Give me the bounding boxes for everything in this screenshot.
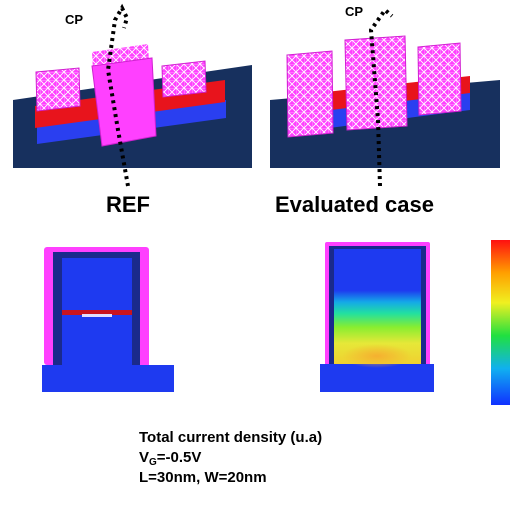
eval-left-contact	[286, 50, 334, 138]
evaluated-cross-section	[320, 242, 434, 392]
ref-xs-substrate	[42, 365, 174, 392]
vg-subscript: G	[149, 457, 157, 468]
caption-line-3: L=30nm, W=20nm	[139, 469, 267, 486]
ref-xs-interface	[82, 314, 112, 317]
ref-3d-view	[13, 3, 252, 187]
ref-right-contact	[161, 60, 207, 98]
eval-xs-hotspot	[342, 344, 412, 368]
ref-label: REF	[106, 192, 150, 217]
eval-cutplane-line	[368, 7, 394, 187]
eval-middle-contact	[344, 35, 408, 131]
eval-cp-label: CP	[345, 4, 364, 19]
vg-value: =-0.5V	[156, 449, 202, 466]
caption-line-2: VG=-0.5V	[139, 448, 322, 468]
color-scale-bar	[491, 240, 510, 405]
eval-xs-substrate	[320, 364, 434, 392]
ref-cp-label: CP	[65, 12, 84, 27]
eval-right-contact	[417, 42, 462, 116]
ref-xs-channel	[62, 310, 132, 315]
evaluated-case-label: Evaluated case	[275, 192, 434, 217]
ref-cutplane-line	[105, 3, 130, 187]
ref-left-contact	[35, 67, 81, 112]
caption: Total current density (u.a) VG=-0.5V L=3…	[139, 428, 322, 488]
evaluated-3d-view	[270, 7, 500, 187]
caption-line-1: Total current density (u.a)	[139, 429, 323, 446]
ref-cross-section	[42, 247, 174, 392]
ref-gate-body	[91, 57, 157, 147]
vg-prefix: V	[139, 449, 150, 466]
